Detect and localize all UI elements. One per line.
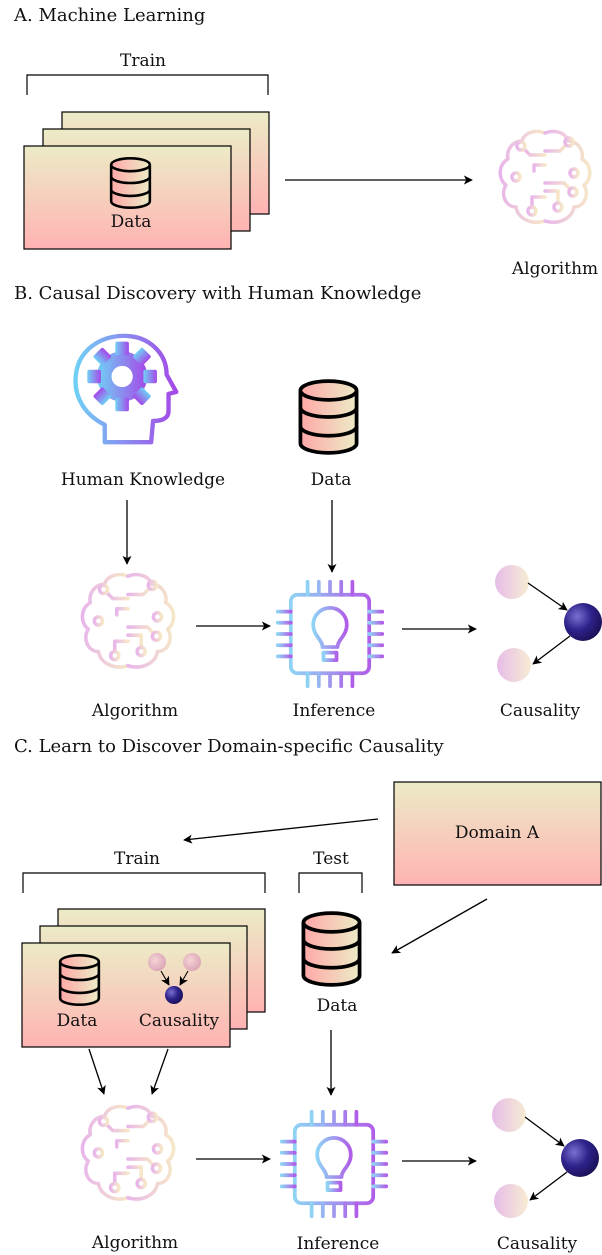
section-b-algorithm-label: Algorithm	[91, 701, 179, 721]
section-b-human-knowledge-label: Human Knowledge	[60, 470, 226, 490]
arrow-c-causality-to-algorithm	[150, 1048, 169, 1095]
head-gear-icon	[76, 336, 177, 442]
section-b-data-label: Data	[310, 470, 352, 490]
database-icon	[298, 379, 359, 455]
section-b-inference-label: Inference	[292, 701, 376, 721]
section-c-title: C. Learn to Discover Domain-specific Cau…	[14, 736, 444, 757]
section-c-test-bracket	[298, 872, 363, 893]
brain-circuit-icon	[498, 129, 592, 229]
section-c-causality-label: Causality	[496, 1234, 578, 1254]
arrow-c-data-to-algorithm	[88, 1048, 106, 1095]
section-c-inner-causality-label: Causality	[138, 1011, 220, 1031]
section-b-title: B. Causal Discovery with Human Knowledge	[14, 283, 422, 304]
small-causal-graph-icon	[148, 953, 201, 1004]
section-a-algorithm-label: Algorithm	[511, 259, 599, 279]
section-c-test-label: Test	[313, 849, 349, 869]
brain-circuit-icon	[80, 1104, 176, 1206]
causal-graph-icon	[495, 565, 602, 682]
chip-bulb-icon	[279, 1109, 389, 1219]
section-c-data-label: Data	[316, 996, 358, 1016]
section-a-data-label: Data	[110, 212, 152, 232]
domain-a-box	[393, 781, 602, 886]
causal-graph-icon	[492, 1098, 599, 1218]
domain-a-label: Domain A	[454, 823, 540, 843]
section-a-train-bracket	[26, 74, 269, 95]
arrow-c-domain-to-test	[391, 898, 488, 954]
brain-circuit-icon	[80, 572, 176, 674]
database-icon	[109, 156, 152, 210]
arrow-c-domain-to-train	[183, 818, 379, 844]
database-icon	[301, 911, 362, 987]
section-a-title: A. Machine Learning	[14, 5, 206, 26]
section-c-inference-label: Inference	[296, 1234, 380, 1254]
section-c-train-label: Train	[114, 849, 160, 869]
section-a-train-label: Train	[120, 51, 166, 71]
section-b-causality-label: Causality	[499, 701, 581, 721]
chip-bulb-icon	[275, 579, 385, 689]
section-c-inner-data-label: Data	[56, 1011, 98, 1031]
database-icon	[58, 953, 101, 1007]
section-c-algorithm-label: Algorithm	[91, 1233, 179, 1253]
section-c-train-bracket	[22, 872, 266, 893]
